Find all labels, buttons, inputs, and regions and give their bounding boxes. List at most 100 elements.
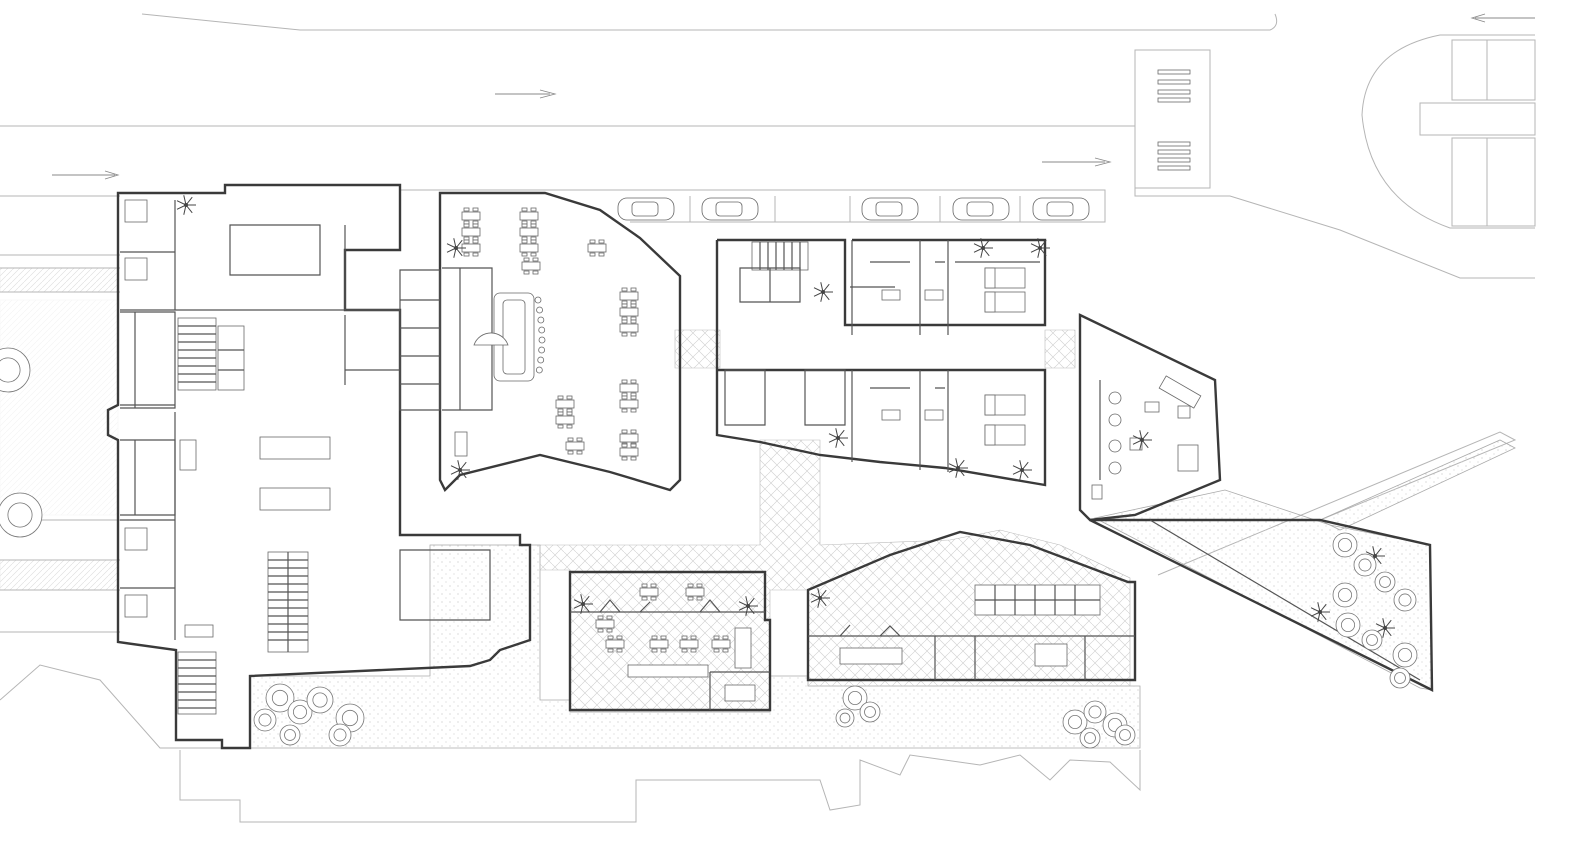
- stool-icon: [538, 336, 546, 344]
- tree-icon: [1114, 724, 1136, 746]
- landscape-trees: [0, 347, 1418, 749]
- table-icon: [555, 395, 575, 413]
- hotel-wing-building: [715, 238, 1047, 487]
- table-icon: [521, 257, 541, 275]
- arrow-icon: [52, 170, 120, 180]
- tree-icon: [1079, 727, 1101, 749]
- bed-icon: [984, 267, 1026, 289]
- tree-icon: [253, 708, 277, 732]
- table-icon: [619, 443, 639, 461]
- car-icon: [617, 197, 675, 221]
- palm-tree-icon: [813, 282, 833, 302]
- palm-tree-icon: [1030, 238, 1050, 258]
- tree-icon: [1332, 532, 1358, 558]
- tree-icon: [0, 492, 43, 538]
- tree-icon: [1083, 700, 1107, 724]
- stool-icon: [538, 346, 546, 354]
- cafe-pavilion: [568, 570, 772, 712]
- stair-icon: [751, 241, 809, 271]
- terrain-bands: [0, 267, 119, 591]
- tree-icon: [842, 685, 868, 711]
- table-icon: [519, 223, 539, 241]
- palm-tree-icon: [973, 238, 993, 258]
- palm-tree-icon: [1365, 546, 1385, 566]
- crosswalk-marks: [1157, 69, 1191, 171]
- palm-tree-icon: [948, 458, 968, 478]
- tree-icon: [306, 686, 334, 714]
- palm-tree-icon: [828, 428, 848, 448]
- palm-tree-icon: [450, 460, 470, 480]
- table-icon: [461, 207, 481, 225]
- bed-icon: [984, 424, 1026, 446]
- stool-icon: [537, 316, 545, 324]
- table-icon: [639, 583, 659, 601]
- west-wing-building: [106, 183, 532, 750]
- car-icon: [701, 197, 759, 221]
- tree-icon: [835, 708, 855, 728]
- tree-icon: [1353, 553, 1377, 577]
- chair-icon: [1108, 439, 1122, 453]
- east-plaza: [1089, 518, 1434, 692]
- tree-icon: [1393, 588, 1417, 612]
- traffic-arrows: [52, 13, 1535, 180]
- vertical-circulation: [177, 241, 809, 715]
- car-icon: [1032, 197, 1090, 221]
- table-icon: [605, 635, 625, 653]
- table-icon: [619, 319, 639, 337]
- tree-icon: [1374, 571, 1396, 593]
- tree-icon: [328, 723, 352, 747]
- palm-tree-icon: [176, 195, 196, 215]
- car-icon: [861, 197, 919, 221]
- table-icon: [711, 635, 731, 653]
- table-icon: [649, 635, 669, 653]
- chair-icon: [1108, 461, 1122, 475]
- stool-icon: [538, 326, 546, 334]
- table-icon: [619, 287, 639, 305]
- sofa-icon: [1177, 444, 1199, 472]
- tree-icon: [1062, 709, 1088, 735]
- tree-icon: [1389, 667, 1411, 689]
- stool-icon: [535, 366, 543, 374]
- parking-row: [617, 196, 1090, 222]
- tree-icon: [287, 699, 313, 725]
- arrow-icon: [495, 89, 557, 99]
- palm-tree-icon: [810, 588, 830, 608]
- palm-tree-icon: [446, 238, 466, 258]
- tree-icon: [279, 724, 301, 746]
- table-icon: [619, 303, 639, 321]
- table-icon: [679, 635, 699, 653]
- stool-icon: [536, 306, 543, 314]
- tree-icon: [265, 683, 295, 713]
- bed-icon: [984, 291, 1026, 313]
- table-icon: [519, 239, 539, 257]
- tree-icon: [859, 701, 881, 723]
- tree-icon: [1392, 642, 1418, 668]
- table-icon: [619, 379, 639, 397]
- stool-icon: [537, 356, 545, 364]
- table-icon: [461, 223, 481, 241]
- palm-tree-icon: [1012, 460, 1032, 480]
- car-icon: [952, 197, 1010, 221]
- chair-icon: [1108, 391, 1122, 405]
- stair-icon: [177, 317, 217, 391]
- escalator-icon: [267, 551, 309, 653]
- sofa-icon: [1158, 375, 1202, 409]
- tree-icon: [1361, 629, 1383, 651]
- tree-icon: [1332, 582, 1358, 608]
- restaurant-building: [399, 191, 682, 493]
- stool-icon: [534, 296, 542, 304]
- palm-tree-icon: [1132, 430, 1152, 450]
- road-network: [0, 13, 1536, 823]
- office-pavilion: [806, 530, 1137, 682]
- dining-tables: [461, 207, 1122, 653]
- tree-icon: [0, 347, 31, 393]
- table-icon: [461, 239, 481, 257]
- tree-icon: [1335, 612, 1361, 638]
- table-icon: [619, 395, 639, 413]
- palm-tree-icon: [573, 594, 593, 614]
- east-lounge-building: [1078, 313, 1222, 522]
- chair-icon: [1108, 413, 1122, 427]
- table-icon: [565, 437, 585, 455]
- table-icon: [685, 583, 705, 601]
